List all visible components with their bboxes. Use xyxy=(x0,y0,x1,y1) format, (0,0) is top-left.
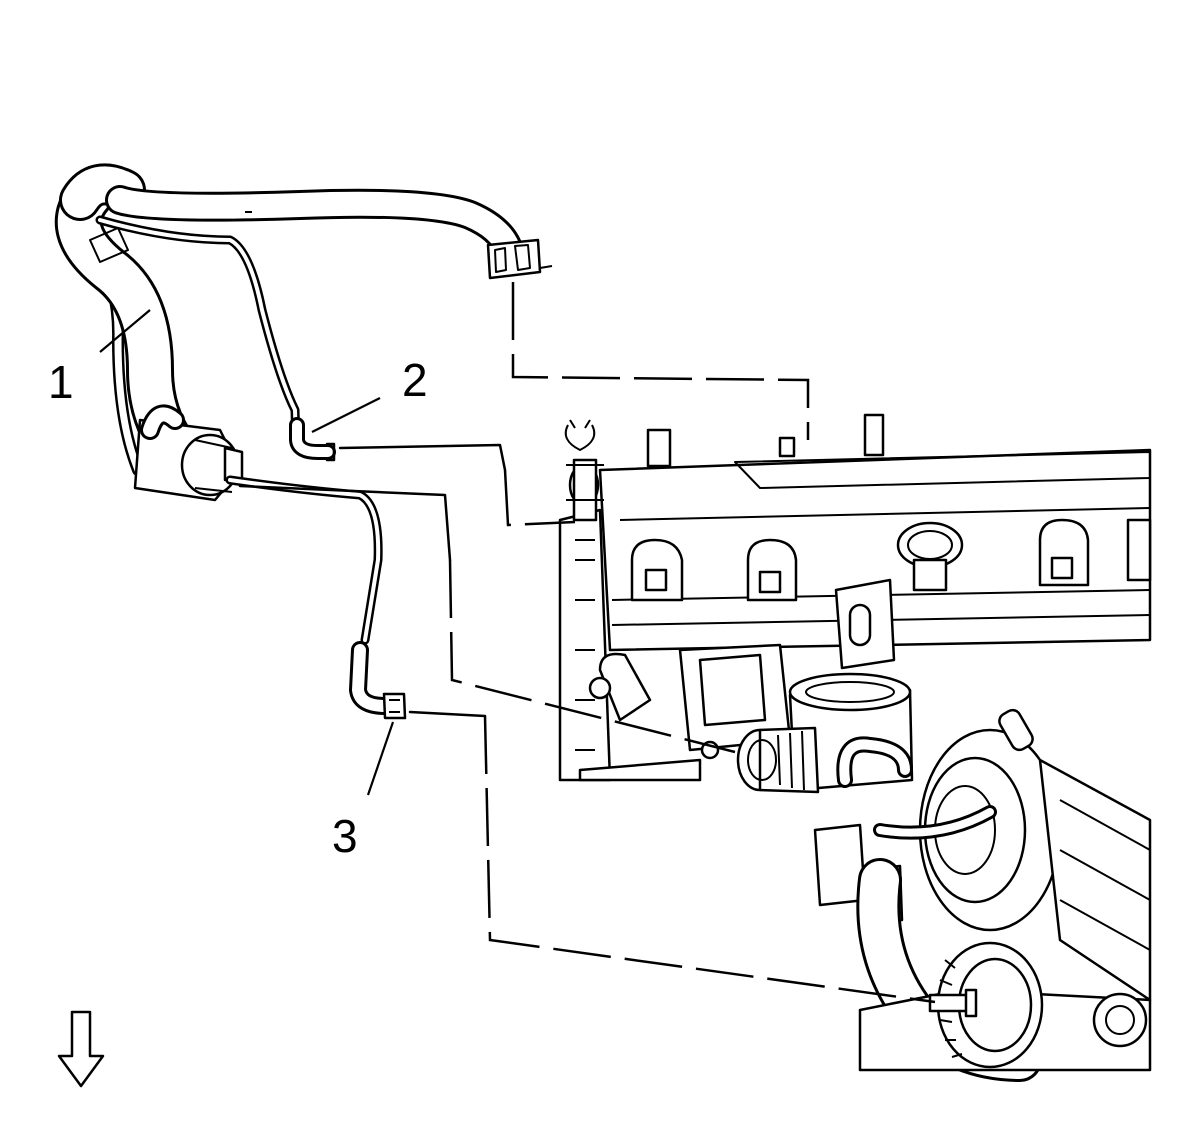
vacuum-hose-3 xyxy=(225,475,407,720)
pcv-clip xyxy=(564,419,604,522)
coil-bosses xyxy=(630,518,1152,602)
vacuum-pump xyxy=(928,941,1044,1069)
down-arrow-icon xyxy=(57,1010,105,1088)
turbocharger xyxy=(918,728,1152,1002)
engine-assembly xyxy=(558,413,1152,1082)
routing-lines xyxy=(238,282,936,1004)
inlet-connector xyxy=(736,726,820,794)
oil-filler-cap xyxy=(896,521,964,592)
callout-leaders xyxy=(99,309,395,796)
callout-1: 1 xyxy=(48,356,74,408)
breather-hose xyxy=(54,163,553,502)
callout-3: 3 xyxy=(332,810,358,862)
vacuum-hose-2 xyxy=(95,215,336,462)
callout-2: 2 xyxy=(402,354,428,406)
